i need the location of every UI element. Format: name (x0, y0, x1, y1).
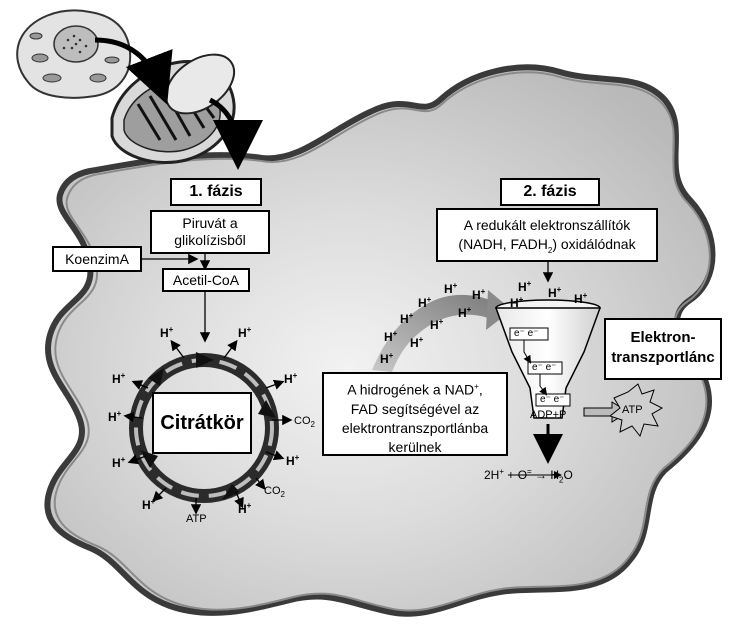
transfer-hplus-label: H+ (418, 295, 432, 310)
electron-chain-box: Elektron- transzportlánc (604, 318, 722, 380)
electron-pair-label: e⁻ e⁻ (532, 362, 557, 373)
transport-line1: A hidrogének a NAD+, (324, 377, 506, 400)
transfer-hplus-label: H+ (518, 279, 532, 294)
transfer-hplus-label: H+ (472, 287, 486, 302)
electron-pair-label: e⁻ e⁻ (540, 394, 565, 405)
reduced-line2-b: ) oxidálódnak (552, 236, 636, 252)
transfer-hplus-label: H+ (400, 311, 414, 326)
transfer-hplus-label: H+ (548, 285, 562, 300)
phase2-title-box: 2. fázis (500, 178, 600, 206)
acetyl-label: Acetil-CoA (172, 272, 240, 288)
transfer-hplus-label: H+ (574, 291, 588, 306)
electron-pair-label: e⁻ e⁻ (514, 328, 539, 339)
cycle-hplus-label: H+ (286, 453, 300, 468)
citrate-label: Citrátkör (160, 412, 244, 434)
cycle-hplus-label: H+ (112, 455, 126, 470)
reduced-line2-a: (NADH, FADH (458, 236, 548, 252)
transport-line4: kerülnek (388, 438, 442, 455)
cycle-hplus-label: H+ (142, 497, 156, 512)
acetyl-box: Acetil-CoA (162, 268, 250, 292)
chain-line2: transzportlánc (611, 349, 715, 366)
co2-label: CO2 (294, 415, 315, 430)
transfer-hplus-label: H+ (458, 305, 472, 320)
pyruvate-line1: Piruvát a (182, 215, 238, 231)
phase1-title: 1. fázis (189, 183, 243, 200)
adp-label: ADP+P (530, 409, 567, 421)
coenzyme-box: KoenzimA (52, 246, 142, 272)
pyruvate-line2: glikolízisből (174, 232, 246, 248)
hydrogen-transfer-band (372, 294, 490, 372)
transfer-hplus-label: H+ (510, 295, 524, 310)
hydrogen-transport-box: A hidrogének a NAD+, FAD segítségével az… (322, 372, 508, 456)
cycle-hplus-label: H+ (108, 409, 122, 424)
transfer-hplus-label: H+ (380, 351, 394, 366)
co2-label: CO2 (264, 485, 285, 500)
reduced-carriers-box: A redukált elektronszállítók (NADH, FADH… (436, 208, 658, 262)
transfer-hplus-label: H+ (384, 329, 398, 344)
water-equation: 2H+ + O= → H2O (484, 467, 573, 485)
transport-line2: FAD segítségével az (350, 400, 480, 417)
cycle-hplus-label: H+ (160, 325, 174, 340)
transport-line1-a: A hidrogének a NAD (347, 381, 475, 398)
chain-line1: Elektron- (630, 329, 696, 346)
mitochondrion-icon (110, 53, 236, 164)
transport-line3: elektrontranszportlánba (341, 419, 489, 436)
pyruvate-box: Piruvát a glikolízisből (150, 210, 270, 254)
atp-starburst (608, 383, 664, 438)
reduced-line1: A redukált elektronszállítók (463, 217, 631, 233)
small-cell-icon (16, 9, 132, 99)
transfer-hplus-label: H+ (444, 281, 458, 296)
transfer-hplus-label: H+ (430, 317, 444, 332)
reduced-line2-sub: 2 (547, 245, 553, 255)
reduced-line2: (NADH, FADH2) oxidálódnak (438, 235, 656, 260)
phase2-title: 2. fázis (523, 183, 577, 200)
phase1-title-box: 1. fázis (170, 178, 262, 206)
atp-product-label: ATP (622, 404, 643, 416)
cycle-hplus-label: H+ (284, 371, 298, 386)
coenzyme-label: KoenzimA (65, 251, 129, 267)
cycle-hplus-label: H+ (112, 371, 126, 386)
transfer-hplus-label: H+ (410, 335, 424, 350)
transport-line1-b: , (478, 381, 483, 398)
cycle-hplus-label: H+ (238, 501, 252, 516)
cycle-hplus-label: H+ (238, 325, 252, 340)
atp-label: ATP (186, 513, 207, 525)
transport-line1-sup: + (474, 382, 479, 391)
citrate-box: Citrátkör (152, 392, 252, 454)
